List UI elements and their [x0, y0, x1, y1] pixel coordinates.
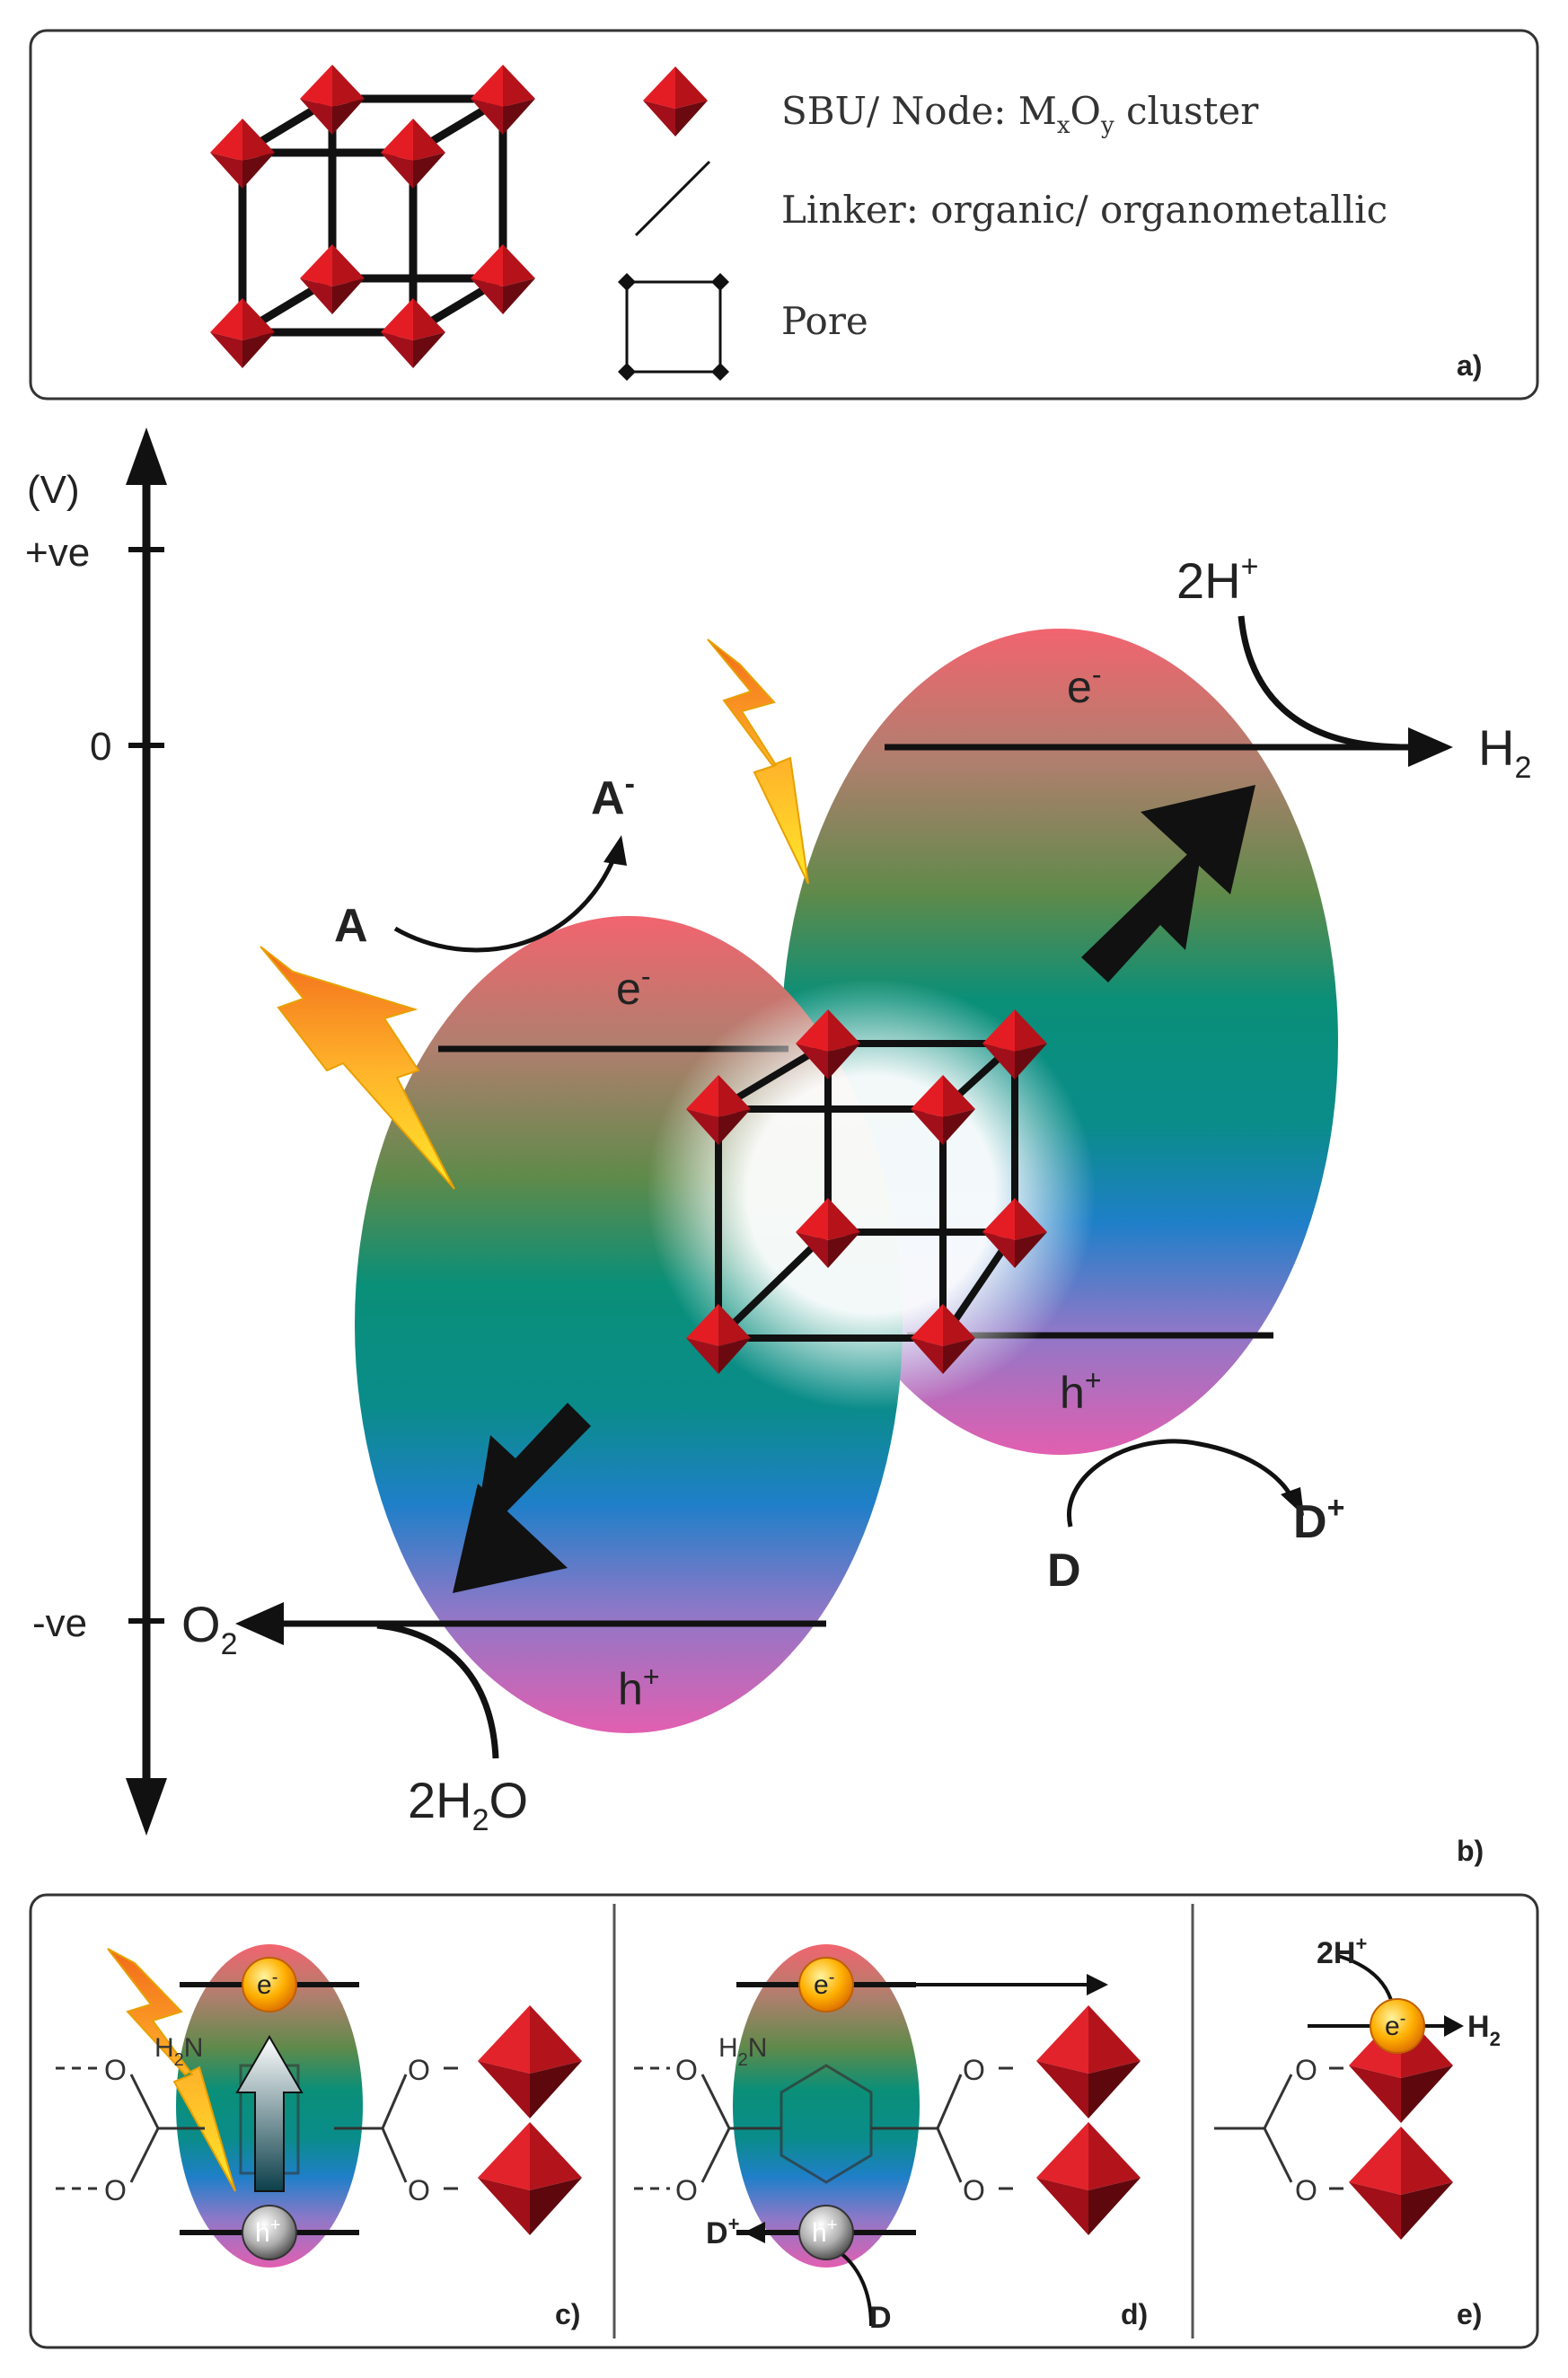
donor-oxidized-label: D+ — [1293, 1491, 1344, 1548]
carboxylate-d-left — [634, 2066, 781, 2190]
electron-c-ball-icon — [242, 1957, 297, 2012]
legend-linker-label: Linker: organic/ organometallic — [781, 188, 1387, 232]
excitation-arrow-c-icon — [235, 2035, 304, 2192]
tick-positive-label: +ve — [25, 531, 90, 575]
panel-c-tag: c) — [555, 2298, 580, 2330]
panel-d: H2N e- h+ D+ D O O — [634, 1944, 1148, 2335]
electron-transfer-d-arrowhead-icon — [1087, 1974, 1108, 1995]
hole-d-ball-icon — [798, 2205, 854, 2260]
svg-text:O: O — [1295, 2054, 1317, 2086]
acceptor-arrowhead-icon — [603, 835, 627, 866]
hydrogen-e-arrowhead-icon — [1444, 2015, 1464, 2037]
panel-d-tag: d) — [1121, 2298, 1148, 2330]
hole-c-ball-icon — [242, 2205, 297, 2260]
panel-c: H2N e- h+ O O O O — [56, 1944, 582, 2330]
svg-text:O: O — [104, 2054, 127, 2086]
acceptor-reduced-label: A- — [591, 767, 635, 824]
svg-text:O: O — [675, 2054, 698, 2086]
hydrogen-arrowhead-icon — [1408, 727, 1453, 767]
tick-zero-label: 0 — [90, 725, 111, 769]
electron-right-label: e- — [1067, 658, 1101, 712]
electron-transfer-arrow-icon — [1081, 839, 1203, 982]
svg-text:O: O — [675, 2174, 698, 2206]
hole-transfer-arrowhead-icon — [453, 1484, 568, 1593]
carboxylate-c-left — [56, 2066, 205, 2190]
donor-arrowhead-icon — [1281, 1487, 1304, 1516]
proton-label: 2H+ — [1176, 550, 1258, 609]
oxygen-label: O2 — [181, 1596, 237, 1661]
lightning-bolt-c-icon — [107, 1948, 236, 2192]
svg-text:O: O — [963, 2174, 985, 2206]
hole-d-label: h+ — [812, 2215, 837, 2248]
svg-text:O: O — [408, 2174, 430, 2206]
hole-left-label: h+ — [618, 1660, 660, 1714]
axis-unit-label: (V) — [27, 468, 80, 512]
central-mof-cube — [647, 979, 1096, 1410]
proton-reduction-curve — [1238, 615, 1402, 751]
donor-label: D — [1047, 1545, 1081, 1597]
oxygen-arrowhead-icon — [235, 1602, 284, 1645]
bottom-panels: H2N e- h+ O O O O — [29, 1893, 1539, 2349]
carboxylate-e — [1214, 2066, 1343, 2190]
carboxylate-d-right — [871, 2066, 1013, 2190]
electron-d-label: e- — [814, 1968, 834, 2000]
electron-e-ball-icon — [1370, 1998, 1425, 2054]
donor-curve — [1067, 1439, 1296, 1528]
panel-b-tag: b) — [1457, 1835, 1484, 1867]
lightning-bolt-right-icon — [707, 639, 809, 885]
donor-d-oxidized-label: D+ — [706, 2213, 739, 2250]
pore-legend-icon — [618, 273, 729, 381]
amine-d-label: H2N — [718, 2033, 767, 2070]
legend-node-label: SBU/ Node: MxOy cluster — [781, 89, 1259, 139]
electron-d-ball-icon — [798, 1957, 854, 2012]
svg-text:O: O — [104, 2174, 127, 2206]
panel-a: SBU/ Node: MxOy cluster Linker: organic/… — [29, 29, 1539, 401]
panel-e-tag: e) — [1457, 2298, 1482, 2330]
carboxylate-c-right — [334, 2066, 458, 2190]
hydrogen-e-label: H2 — [1467, 2010, 1501, 2050]
lightning-bolt-left-icon — [260, 946, 455, 1190]
potential-axis — [126, 427, 167, 1836]
amine-c-label: H2N — [154, 2033, 203, 2070]
linker-legend-icon — [634, 160, 711, 237]
linker-d-oval — [733, 1944, 920, 2268]
electron-left-label: e- — [616, 960, 650, 1014]
svg-text:O: O — [408, 2054, 430, 2086]
water-oxidation-curve — [376, 1622, 499, 1759]
donor-d-arrowhead-icon — [744, 2222, 765, 2243]
svg-text:O: O — [1295, 2174, 1317, 2206]
acceptor-label: A — [334, 900, 368, 952]
tick-negative-label: -ve — [32, 1601, 87, 1645]
electron-e-label: e- — [1385, 2009, 1405, 2041]
hole-c-label: h+ — [255, 2215, 280, 2248]
hydrogen-label: H2 — [1478, 719, 1531, 785]
electron-transfer-arrowhead-icon — [1141, 785, 1255, 894]
donor-d-label: D — [869, 2301, 892, 2335]
acceptor-curve — [393, 852, 619, 953]
electron-c-label: e- — [257, 1968, 277, 2000]
hole-right-label: h+ — [1060, 1364, 1102, 1418]
panel-e: O O e- 2H+ H2 e) — [1214, 1933, 1501, 2330]
panel-a-tag: a) — [1457, 349, 1482, 382]
legend-pore-label: Pore — [781, 299, 868, 343]
panel-b: (V) +ve 0 -ve e- e- h+ h+ — [25, 427, 1531, 1867]
svg-text:O: O — [963, 2054, 985, 2086]
proton-e-label: 2H+ — [1317, 1933, 1367, 1970]
water-label: 2H2O — [408, 1772, 528, 1837]
